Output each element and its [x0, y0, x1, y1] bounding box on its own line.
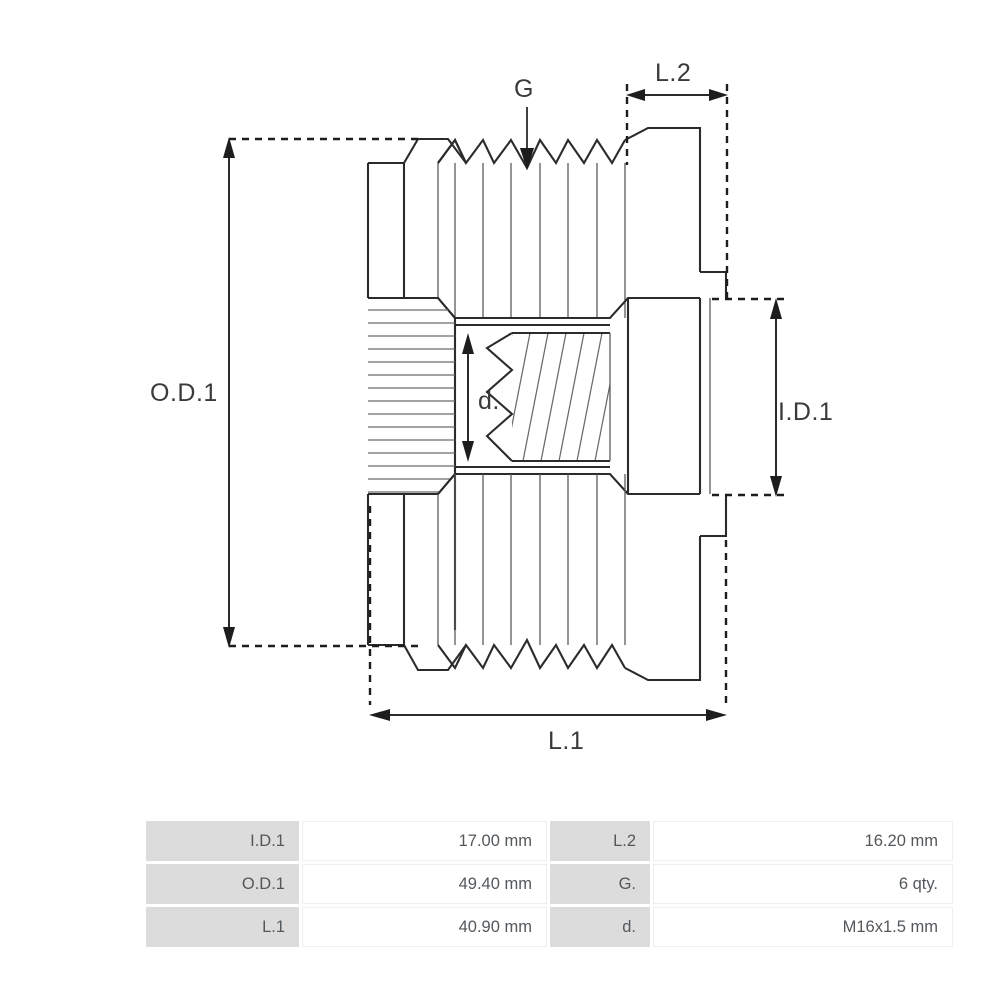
spec-value-id1: 17.00 mm	[302, 821, 547, 861]
spec-value-g: 6 qty.	[653, 864, 953, 904]
spec-value-l2: 16.20 mm	[653, 821, 953, 861]
spec-label-g: G.	[550, 864, 650, 904]
spec-label-l2: L.2	[550, 821, 650, 861]
table-row: I.D.1 17.00 mm L.2 16.20 mm	[146, 821, 953, 861]
dimension-label-id1: I.D.1	[778, 398, 833, 426]
dimension-label-l1: L.1	[548, 727, 584, 755]
table-row: L.1 40.90 mm d. M16x1.5 mm	[146, 907, 953, 947]
left-hub-hatching	[368, 296, 457, 496]
pulley-body-upper	[366, 126, 728, 494]
dimension-id1: I.D.1	[712, 297, 833, 497]
spec-value-od1: 49.40 mm	[302, 864, 547, 904]
table-row: O.D.1 49.40 mm G. 6 qty.	[146, 864, 953, 904]
spec-value-d: M16x1.5 mm	[653, 907, 953, 947]
internal-thread-section	[485, 331, 611, 463]
specification-table: I.D.1 17.00 mm L.2 16.20 mm O.D.1 49.40 …	[143, 818, 953, 950]
dimension-l1: L.1	[368, 506, 728, 755]
spec-label-id1: I.D.1	[146, 821, 299, 861]
dimension-d: d.	[462, 333, 500, 462]
dimension-label-g: G	[514, 75, 534, 103]
spec-table: I.D.1 17.00 mm L.2 16.20 mm O.D.1 49.40 …	[143, 818, 956, 950]
spec-label-d: d.	[550, 907, 650, 947]
technical-drawing: O.D.1 I.D.1 L.1 L.2	[150, 59, 833, 755]
dimension-label-d: d.	[478, 387, 500, 415]
dimension-od1: O.D.1	[150, 137, 420, 648]
spec-label-l1: L.1	[146, 907, 299, 947]
pulley-cross-section-svg: O.D.1 I.D.1 L.1 L.2	[150, 59, 833, 755]
spec-value-l1: 40.90 mm	[302, 907, 547, 947]
spec-table-body: I.D.1 17.00 mm L.2 16.20 mm O.D.1 49.40 …	[146, 821, 953, 947]
spec-label-od1: O.D.1	[146, 864, 299, 904]
pulley-body-lower	[366, 465, 728, 682]
dimension-label-od1: O.D.1	[150, 379, 218, 407]
callout-g: G	[514, 75, 534, 170]
dimension-l2: L.2	[625, 59, 729, 300]
dimension-label-l2: L.2	[655, 59, 691, 87]
